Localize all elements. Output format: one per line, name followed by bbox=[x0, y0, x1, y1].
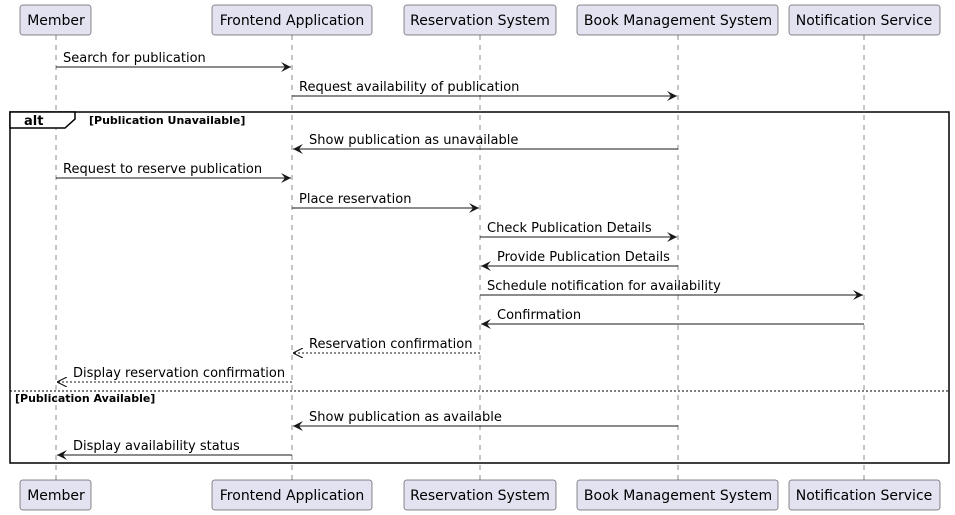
guard-available: [Publication Available] bbox=[15, 392, 155, 405]
participant-frontend-bottom: Frontend Application bbox=[211, 479, 373, 511]
participant-box bbox=[403, 4, 557, 36]
participant-label: Notification Service bbox=[796, 13, 933, 29]
message-label: Request to reserve publication bbox=[63, 162, 262, 177]
participant-label: Book Management System bbox=[584, 13, 772, 29]
message-label: Display reservation confirmation bbox=[73, 366, 285, 381]
message-7: Provide Publication Details bbox=[481, 250, 678, 271]
participant-label: Book Management System bbox=[584, 488, 772, 504]
message-5: Place reservation bbox=[292, 192, 479, 213]
participant-label: Member bbox=[27, 488, 85, 504]
message-label: Check Publication Details bbox=[487, 221, 652, 236]
message-3: Show publication as unavailable bbox=[293, 133, 678, 154]
message-1: Search for publication bbox=[56, 51, 291, 72]
participant-notification-top: Notification Service bbox=[788, 4, 941, 36]
message-label: Search for publication bbox=[63, 51, 206, 66]
participant-box bbox=[403, 479, 557, 511]
lifelines bbox=[55, 35, 865, 480]
message-label: Reservation confirmation bbox=[309, 337, 472, 352]
participant-label: Frontend Application bbox=[220, 488, 364, 504]
alt-frame bbox=[9, 111, 950, 464]
message-label: Schedule notification for availability bbox=[487, 279, 721, 294]
message-2: Request availability of publication bbox=[292, 80, 677, 101]
guard-unavailable: [Publication Unavailable] bbox=[89, 114, 245, 127]
participant-box bbox=[788, 479, 941, 511]
alt-fragment: alt [Publication Unavailable] [Publicati… bbox=[9, 111, 950, 464]
participant-label: Reservation System bbox=[410, 488, 550, 504]
participant-member-bottom: Member bbox=[19, 479, 92, 511]
participant-book-top: Book Management System bbox=[576, 4, 779, 36]
alt-tab bbox=[9, 111, 76, 129]
participant-frontend-top: Frontend Application bbox=[211, 4, 373, 36]
participant-label: Frontend Application bbox=[220, 13, 364, 29]
message-11: Display reservation confirmation bbox=[57, 366, 292, 382]
participant-notification-bottom: Notification Service bbox=[788, 479, 941, 511]
participant-box bbox=[19, 4, 92, 36]
participant-box bbox=[19, 479, 92, 511]
message-label: Show publication as available bbox=[309, 410, 502, 425]
participant-reservation-top: Reservation System bbox=[403, 4, 557, 36]
alt-keyword: alt bbox=[24, 114, 43, 129]
participant-label: Notification Service bbox=[796, 488, 933, 504]
message-label: Display availability status bbox=[73, 439, 240, 454]
message-label: Provide Publication Details bbox=[497, 250, 670, 265]
message-label: Request availability of publication bbox=[299, 80, 519, 95]
participant-box bbox=[211, 479, 373, 511]
message-4: Request to reserve publication bbox=[56, 162, 291, 183]
participant-box bbox=[576, 479, 779, 511]
participant-box bbox=[788, 4, 941, 36]
message-9: Confirmation bbox=[481, 308, 864, 329]
message-8: Schedule notification for availability bbox=[480, 279, 863, 300]
message-6: Check Publication Details bbox=[480, 221, 677, 242]
message-label: Place reservation bbox=[299, 192, 411, 207]
participant-member-top: Member bbox=[19, 4, 92, 36]
participant-book-bottom: Book Management System bbox=[576, 479, 779, 511]
message-label: Confirmation bbox=[497, 308, 581, 323]
message-13: Display availability status bbox=[57, 439, 292, 460]
participant-label: Member bbox=[27, 13, 85, 29]
message-10: Reservation confirmation bbox=[293, 337, 480, 353]
participant-box bbox=[211, 4, 373, 36]
participant-label: Reservation System bbox=[410, 13, 550, 29]
participant-box bbox=[576, 4, 779, 36]
message-12: Show publication as available bbox=[293, 410, 678, 431]
participant-reservation-bottom: Reservation System bbox=[403, 479, 557, 511]
message-label: Show publication as unavailable bbox=[309, 133, 518, 148]
